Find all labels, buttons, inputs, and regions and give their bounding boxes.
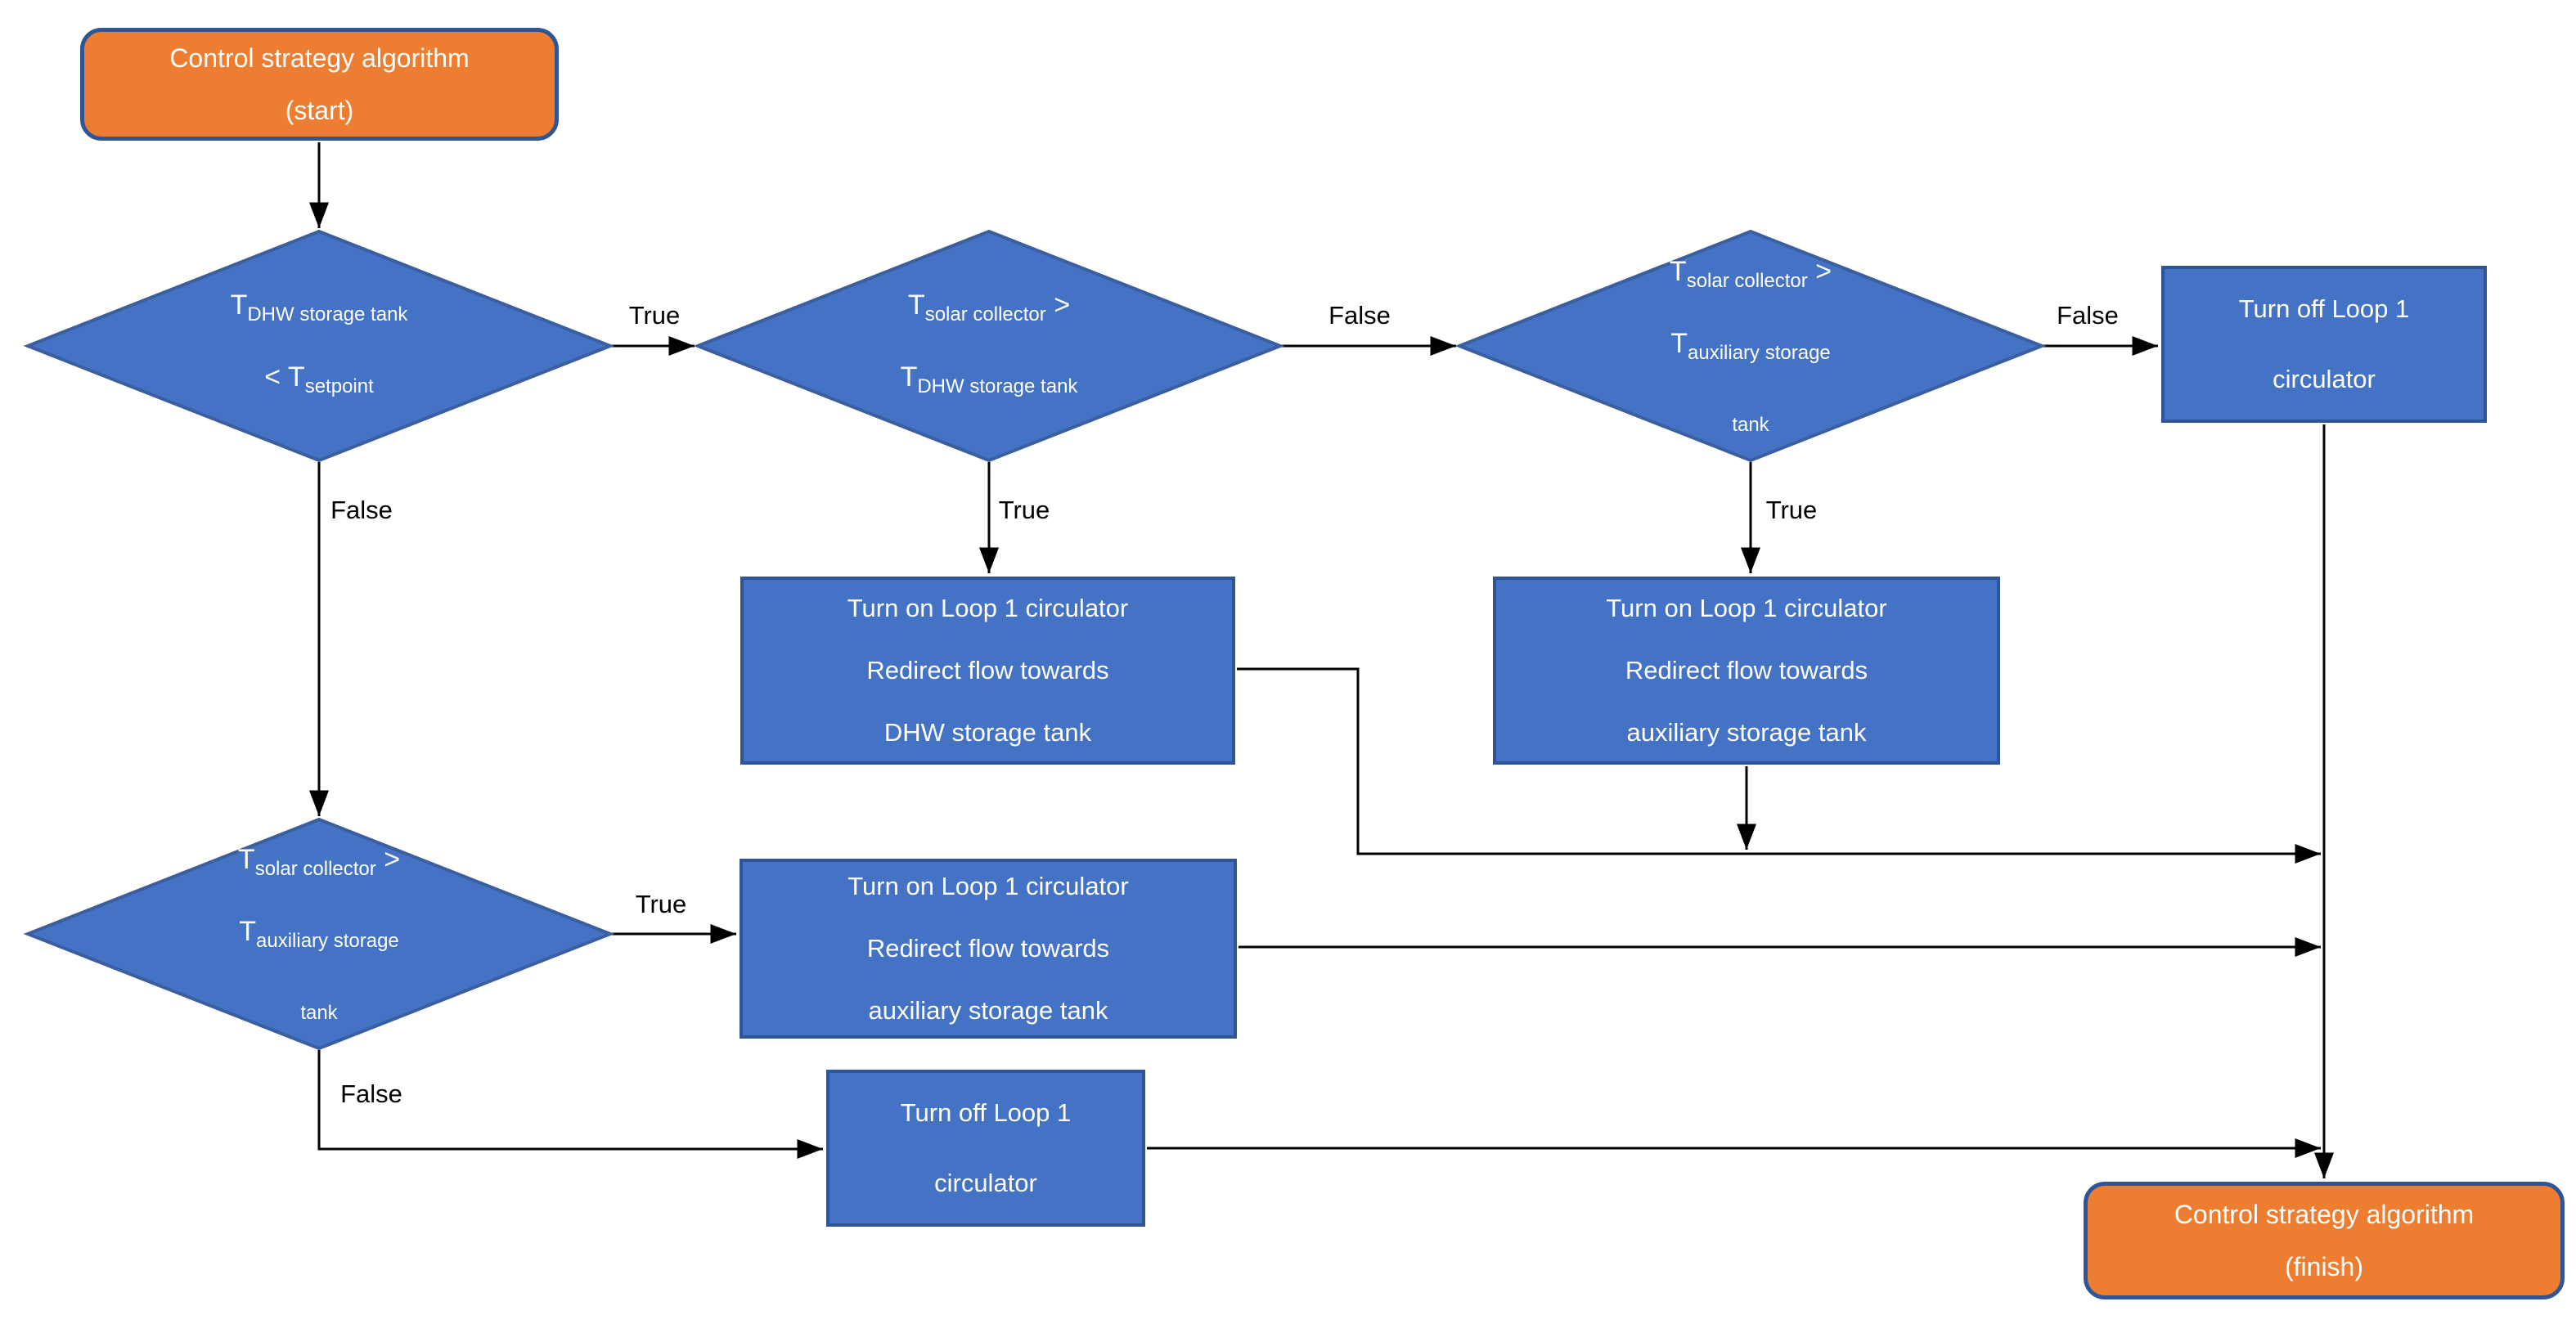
edge-dhw-box-to-right-rail — [1237, 667, 2321, 864]
decision-label-line: Tsolar collector > — [237, 844, 401, 881]
process-label-line: DHW storage tank — [883, 718, 1092, 747]
edge-label-d1-false: False — [330, 496, 393, 524]
decision-solar-vs-aux-top-shape — [1454, 229, 2047, 463]
decision-label-line: Tauxiliary storage — [1670, 328, 1831, 364]
decision-solar-vs-dhw-label: Tsolar collector > TDHW storage tank — [784, 254, 1194, 438]
decision-label-line: tank — [1732, 413, 1769, 436]
edge-decision4-false — [317, 1050, 823, 1159]
finish-label-line2: (finish) — [2284, 1252, 2363, 1281]
terminator-finish: Control strategy algorithm (finish) — [2084, 1182, 2565, 1299]
process-turn-off-loop1-bottom: Turn off Loop 1 circulator — [826, 1070, 1145, 1227]
edge-label-d4-false: False — [340, 1079, 402, 1108]
start-label-line1: Control strategy algorithm — [169, 43, 470, 73]
process-turn-on-loop1-aux-top: Turn on Loop 1 circulator Redirect flow … — [1493, 577, 2000, 765]
process-label-line: circulator — [2273, 365, 2376, 393]
decision-label-line: TDHW storage tank — [230, 289, 408, 325]
process-turn-on-loop1-aux-bottom: Turn on Loop 1 circulator Redirect flow … — [740, 859, 1237, 1039]
terminator-start: Control strategy algorithm (start) — [80, 28, 559, 141]
decision-label-line: Tsolar collector > — [907, 289, 1071, 325]
decision-label-line: TDHW storage tank — [900, 361, 1078, 397]
process-turn-off-loop1-top: Turn off Loop 1 circulator — [2161, 266, 2487, 423]
start-label-line2: (start) — [285, 96, 354, 125]
edge-label-d3-true: True — [1765, 496, 1818, 524]
process-label-line: Redirect flow towards — [1625, 656, 1868, 684]
process-label-line: Turn off Loop 1 — [900, 1098, 1072, 1127]
edge-label-d3-false: False — [2057, 301, 2119, 330]
edge-label-d4-true: True — [635, 890, 687, 918]
decision-label-line: < Tsetpoint — [264, 361, 374, 397]
decision-solar-vs-aux-top-label: Tsolar collector > Tauxiliary storage ta… — [1546, 245, 1955, 451]
process-label-line: Turn off Loop 1 — [2238, 294, 2410, 323]
edge-label-d2-false: False — [1328, 301, 1391, 330]
edge-label-d2-true: True — [998, 496, 1050, 524]
process-label-line: Turn on Loop 1 circulator — [1606, 594, 1887, 622]
process-label-line: circulator — [934, 1169, 1037, 1197]
process-label-line: Turn on Loop 1 circulator — [847, 872, 1129, 900]
decision-solar-vs-aux-bottom-shape — [23, 817, 615, 1051]
process-label-line: Redirect flow towards — [866, 934, 1110, 963]
process-turn-on-loop1-dhw: Turn on Loop 1 circulator Redirect flow … — [740, 577, 1235, 765]
process-label-line: Turn on Loop 1 circulator — [847, 594, 1129, 622]
process-label-line: Redirect flow towards — [866, 656, 1109, 684]
decision-solar-vs-dhw-shape — [693, 229, 1285, 463]
decision-dhw-below-setpoint-label: TDHW storage tank < Tsetpoint — [115, 254, 524, 438]
process-label-line: auxiliary storage tank — [868, 996, 1108, 1025]
decision-label-line: Tsolar collector > — [1669, 256, 1832, 293]
decision-label-line: tank — [300, 1001, 338, 1024]
decision-label-line: Tauxiliary storage — [239, 916, 399, 952]
decision-solar-vs-aux-bottom-label: Tsolar collector > Tauxiliary storage ta… — [115, 833, 524, 1039]
decision-dhw-below-setpoint-shape — [23, 229, 615, 463]
edge-label-d1-true: True — [628, 301, 681, 330]
process-label-line: auxiliary storage tank — [1626, 718, 1867, 747]
finish-label-line1: Control strategy algorithm — [2174, 1200, 2475, 1229]
